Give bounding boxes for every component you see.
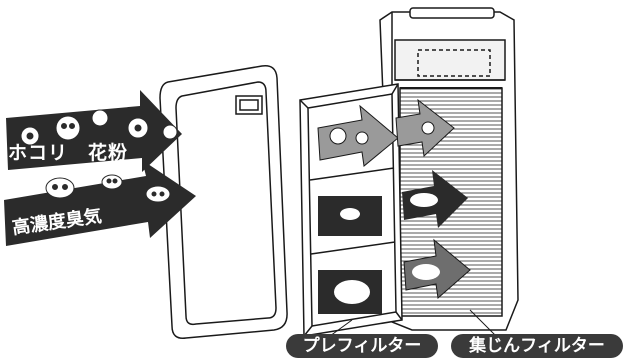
pre-filter-odor-panel-1 [318, 196, 382, 236]
dust-filter-label: 集じんフィルター [451, 334, 623, 358]
pre-filter-label: プレフィルター [286, 334, 438, 358]
dust-pollen-label: ホコリ 花粉 [8, 138, 128, 165]
pre-filter-odor-panel-2 [318, 270, 382, 314]
